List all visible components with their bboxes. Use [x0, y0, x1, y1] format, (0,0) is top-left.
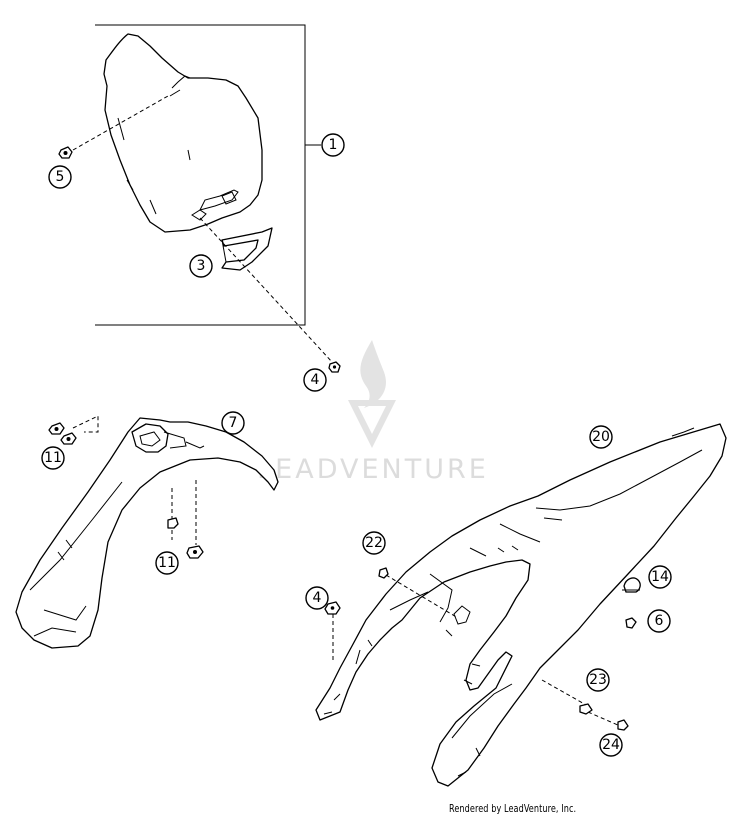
svg-text:7: 7: [229, 415, 238, 431]
svg-text:4: 4: [311, 372, 320, 388]
v-logo-icon: [348, 400, 396, 448]
leadventure-watermark: LEADVENTURE: [257, 340, 489, 485]
screw-part-6: [625, 617, 637, 629]
callout-1: 1: [321, 133, 345, 157]
svg-text:14: 14: [651, 569, 669, 585]
number-plate: [103, 33, 263, 233]
nut-part-11-bottom: [167, 517, 204, 559]
callout-4-bottom: 4: [305, 586, 329, 610]
callout-4-top: 4: [303, 368, 327, 392]
callout-23: 23: [586, 668, 610, 692]
svg-text:3: 3: [197, 258, 206, 274]
svg-text:24: 24: [602, 737, 620, 753]
nut-part-4-top: [328, 361, 341, 373]
nut-part-11-top: [48, 422, 77, 445]
rear-fender: [315, 423, 727, 787]
nut-part-5: [58, 146, 73, 159]
svg-text:20: 20: [592, 429, 610, 445]
callout-7: 7: [221, 411, 245, 435]
callout-24: 24: [599, 733, 623, 757]
callout-5: 5: [48, 165, 72, 189]
svg-text:11: 11: [158, 555, 176, 571]
svg-text:6: 6: [655, 613, 664, 629]
nut-part-4-bottom: [324, 601, 341, 615]
front-fender: [15, 417, 279, 649]
svg-text:4: 4: [313, 590, 322, 606]
assembly-bracket: [95, 24, 306, 326]
callout-20: 20: [589, 425, 613, 449]
screw-part-22: [378, 567, 389, 579]
sticker-part-3: [221, 227, 273, 271]
nut-part-24: [617, 719, 629, 731]
callout-3: 3: [189, 254, 213, 278]
callout-14: 14: [648, 565, 672, 589]
svg-text:23: 23: [589, 672, 607, 688]
washer-part-23: [579, 703, 593, 715]
watermark-text: LEADVENTURE: [257, 454, 489, 485]
callout-11-top: 11: [41, 446, 65, 470]
grommet-part-14: [622, 577, 641, 593]
callout-11-bottom: 11: [155, 551, 179, 575]
svg-text:5: 5: [56, 169, 65, 185]
flame-logo-icon: [360, 340, 386, 408]
svg-text:1: 1: [329, 137, 338, 153]
callout-22: 22: [362, 531, 386, 555]
render-credit: Rendered by LeadVenture, Inc.: [449, 803, 577, 815]
svg-text:11: 11: [44, 450, 62, 466]
callout-6: 6: [647, 609, 671, 633]
svg-text:22: 22: [365, 535, 383, 551]
